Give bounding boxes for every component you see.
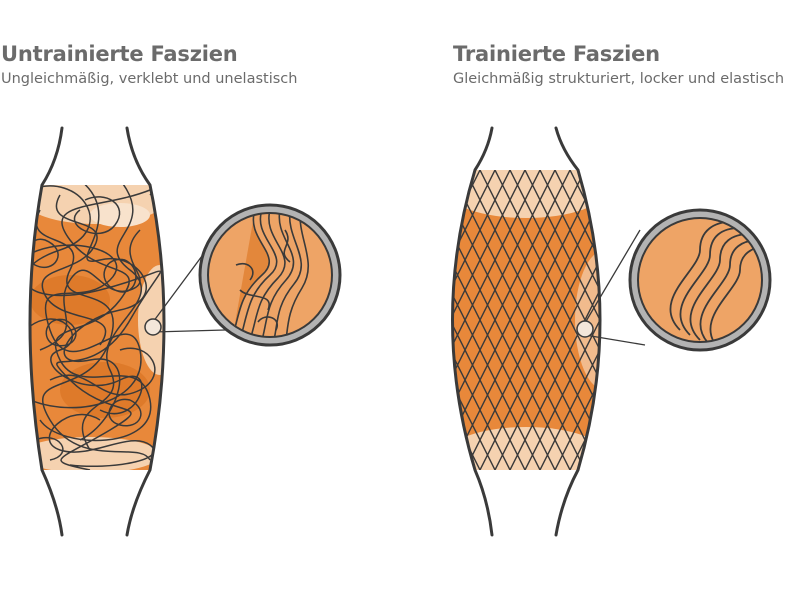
trained-title: Trainierte Faszien <box>453 42 660 66</box>
untrained-zoom-fibers <box>231 213 310 337</box>
untrained-title: Untrainierte Faszien <box>1 42 238 66</box>
trained-outline-right <box>554 126 602 537</box>
untrained-subtitle: Ungleichmäßig, verklebt und unelastisch <box>1 71 298 87</box>
trained-zoom-callout <box>576 208 772 352</box>
trained-subtitle: Gleichmäßig strukturiert, locker und ela… <box>453 71 785 87</box>
trained-fascia <box>451 126 772 537</box>
trained-zoom-fibers <box>669 221 762 342</box>
untrained-zoom-callout <box>144 203 342 347</box>
trained-tissue <box>452 170 600 470</box>
untrained-outline-left <box>28 126 64 537</box>
trained-outline-left <box>451 126 494 537</box>
trained-zoom-source <box>576 320 594 338</box>
untrained-zoom-source <box>144 318 162 336</box>
untrained-fascia <box>28 126 342 537</box>
